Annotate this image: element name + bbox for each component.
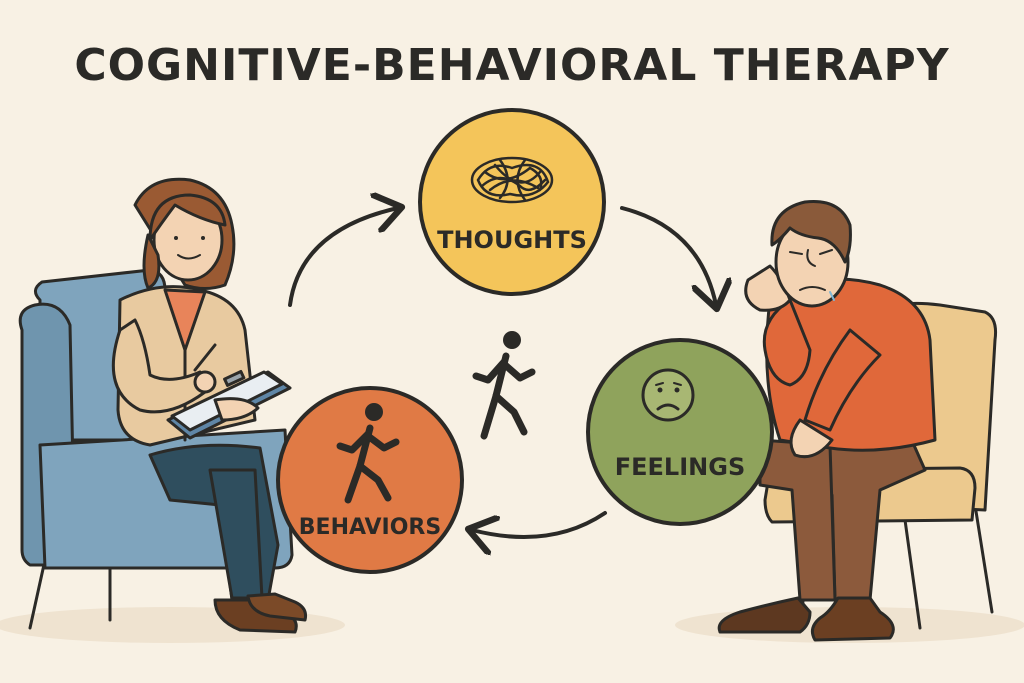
behaviors-walking-icon	[336, 403, 400, 504]
sad-face-icon	[641, 368, 695, 422]
arrow-behaviors-to-thoughts	[288, 208, 398, 307]
page-title: COGNITIVE-BEHAVIORAL THERAPY	[74, 40, 950, 91]
arrow-thoughts-to-feelings	[620, 206, 716, 305]
cycle-arrows	[288, 206, 716, 537]
node-feelings: FEELINGS	[586, 338, 774, 526]
scribble-thought-icon	[470, 156, 554, 204]
behaviors-label: BEHAVIORS	[299, 515, 441, 540]
arrow-feelings-to-behaviors	[472, 511, 607, 537]
walking-person-icon	[472, 331, 536, 440]
node-thoughts: THOUGHTS	[418, 108, 606, 296]
feelings-label: FEELINGS	[615, 453, 745, 481]
thoughts-label: THOUGHTS	[437, 226, 587, 254]
node-behaviors: BEHAVIORS	[276, 386, 464, 574]
client	[717, 199, 997, 642]
therapist	[18, 177, 307, 634]
